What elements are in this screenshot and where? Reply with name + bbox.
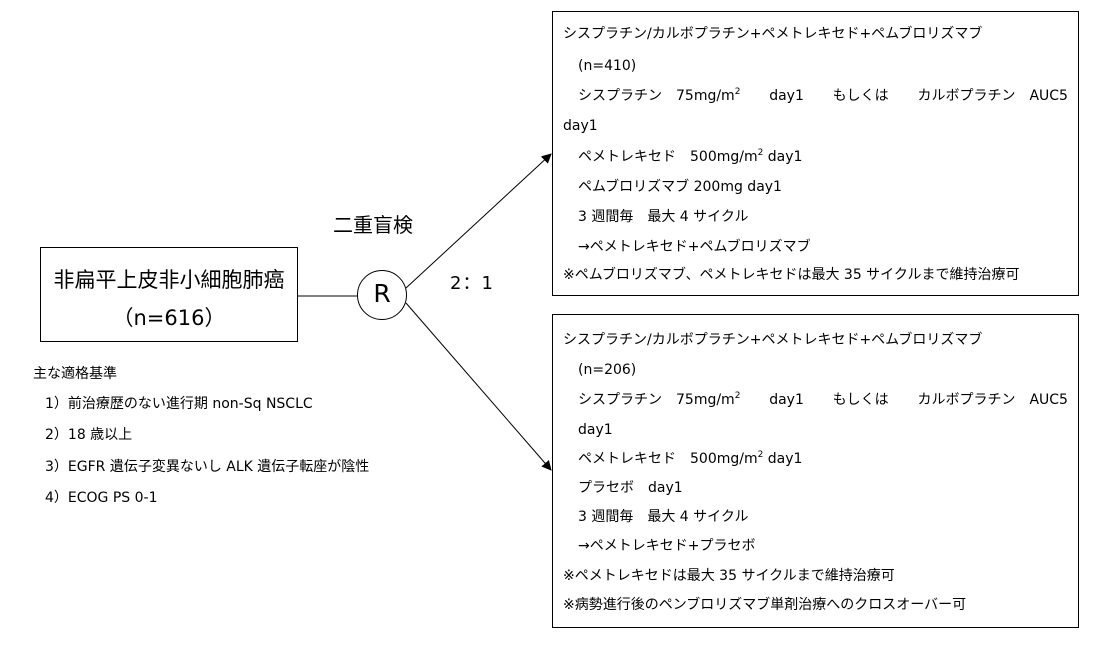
arrow-to-arm2 xyxy=(405,302,552,471)
criteria-item: 3）EGFR 遺伝子変異ないし ALK 遺伝子転座が陰性 xyxy=(45,459,370,475)
arm2-or-label: もしくは xyxy=(832,392,889,408)
arm2-pemetrexed: ペメトレキセド 500mg/m2 day1 xyxy=(578,450,803,468)
arm1-maintenance: →ペメトレキセド+ペムブロリズマブ xyxy=(578,239,811,255)
arm1-pembrolizumab: ペムブロリズマブ 200mg day1 xyxy=(578,179,782,195)
population-box: 非扁平上皮非小細胞肺癌 （n=616） xyxy=(40,247,298,342)
arm2-count: (n=206) xyxy=(578,362,637,378)
population-count: （n=616） xyxy=(112,306,226,330)
randomization-node: R xyxy=(357,270,407,320)
arm2-maintenance: →ペメトレキセド+プラセボ xyxy=(578,538,756,554)
arm2-cisplatin-day: day1 xyxy=(769,392,804,408)
arm2-carboplatin-day: day1 xyxy=(578,422,613,438)
arm2-regimen: シスプラチン/カルボプラチン+ペメトレキセド+ペムブロリズマブ xyxy=(563,332,983,348)
arm1-carboplatin-dose: カルボプラチン AUC5 xyxy=(917,88,1068,104)
arm1-regimen: シスプラチン/カルボプラチン+ペメトレキセド+ペムブロリズマブ xyxy=(563,26,983,42)
arm1-pemetrexed: ペメトレキセド 500mg/m2 day1 xyxy=(578,148,803,166)
arm1-cisplatin-day: day1 xyxy=(769,88,804,104)
arm1-count: (n=410) xyxy=(578,58,637,74)
arm2-note-crossover: ※病勢進行後のペンブロリズマブ単剤治療へのクロスオーバー可 xyxy=(563,597,967,613)
arm2-note-maintenance: ※ペメトレキセドは最大 35 サイクルまで維持治療可 xyxy=(563,568,895,584)
criteria-title: 主な適格基準 xyxy=(33,366,117,382)
allocation-ratio-label: 2：1 xyxy=(450,273,494,294)
arm1-cycle: 3 週間毎 最大 4 サイクル xyxy=(578,209,749,225)
arm1-carboplatin-day: day1 xyxy=(563,118,598,134)
population-name: 非扁平上皮非小細胞肺癌 xyxy=(53,268,285,292)
arm2-box: シスプラチン/カルボプラチン+ペメトレキセド+ペムブロリズマブ (n=206) … xyxy=(552,314,1079,628)
blinding-label: 二重盲検 xyxy=(333,213,413,237)
arrow-to-arm1 xyxy=(405,153,552,289)
arm1-box: シスプラチン/カルボプラチン+ペメトレキセド+ペムブロリズマブ (n=410) … xyxy=(552,11,1079,296)
arm2-placebo: プラセボ day1 xyxy=(578,480,683,496)
arm1-note: ※ペムブロリズマブ、ペメトレキセドは最大 35 サイクルまで維持治療可 xyxy=(563,267,1020,283)
criteria-item: 4）ECOG PS 0-1 xyxy=(45,490,158,506)
arm2-cisplatin-dose: シスプラチン 75mg/m2 xyxy=(578,391,741,409)
arm2-cycle: 3 週間毎 最大 4 サイクル xyxy=(578,509,749,525)
arm1-or-label: もしくは xyxy=(832,88,889,104)
arm1-cisplatin-line: シスプラチン 75mg/m2 day1 もしくは カルボプラチン AUC5 xyxy=(578,87,1068,105)
arm2-cisplatin-line: シスプラチン 75mg/m2 day1 もしくは カルボプラチン AUC5 xyxy=(578,391,1068,409)
criteria-item: 2）18 歳以上 xyxy=(45,427,133,443)
arm2-carboplatin-dose: カルボプラチン AUC5 xyxy=(917,392,1068,408)
criteria-item: 1）前治療歴のない進行期 non-Sq NSCLC xyxy=(45,396,313,412)
arm1-cisplatin-dose: シスプラチン 75mg/m2 xyxy=(578,87,741,105)
